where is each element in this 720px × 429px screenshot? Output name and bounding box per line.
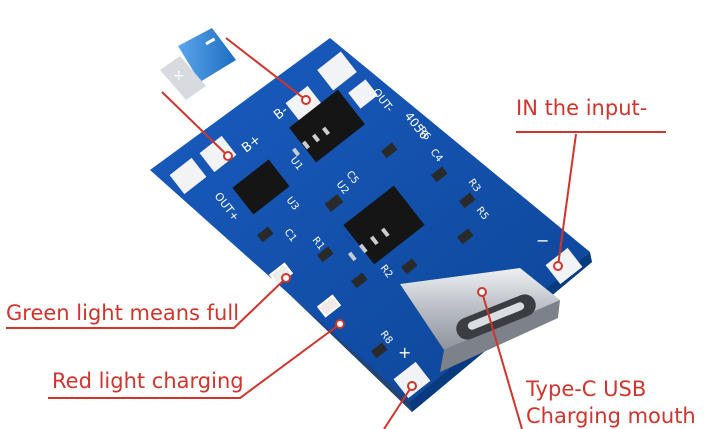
leader-dot-input: [553, 261, 563, 271]
smd-components: [257, 142, 476, 359]
leader-dot-bminus: [301, 95, 311, 105]
led-red: [316, 294, 342, 318]
leader-red: [48, 323, 341, 399]
leader-dot-red: [335, 319, 345, 329]
leader-dot-typec: [477, 287, 487, 297]
callout-typec-line1: Type-C USB: [526, 377, 647, 401]
leader-dot-bplus: [223, 151, 233, 161]
label-plus-sign: +: [398, 343, 411, 362]
pad-in-plus: [393, 361, 431, 399]
chip-u3: [232, 159, 290, 215]
chip-u1: [289, 89, 365, 163]
chip-u2: [343, 185, 425, 265]
capacitor: [160, 28, 236, 100]
pad-b-plus: [199, 135, 237, 173]
label-cap-plus: +: [173, 68, 185, 84]
leader-typec: [481, 291, 523, 429]
usb-c-connector: [400, 268, 560, 372]
leader-cap-to-bminus: [225, 37, 307, 101]
leader-input: [557, 133, 577, 267]
leader-lines: [6, 37, 666, 429]
pad-in-minus: [545, 247, 583, 285]
callout-input-minus: IN the input-: [516, 96, 648, 120]
leader-dot-green: [281, 273, 291, 283]
pad-b-minus: [317, 51, 357, 91]
callout-red-light: Red light charging: [52, 369, 244, 393]
pad-out-plus: [169, 157, 207, 195]
pad-out-minus-side: [348, 79, 378, 109]
leader-cap-to-bplus: [161, 91, 229, 157]
leader-plus: [383, 385, 413, 429]
leader-dot-plus: [407, 381, 417, 391]
leader-green: [6, 277, 287, 329]
callout-green-light: Green light means full: [6, 301, 240, 325]
label-minus-sign: −: [536, 231, 549, 250]
callout-typec-line2: Charging mouth: [526, 404, 696, 428]
